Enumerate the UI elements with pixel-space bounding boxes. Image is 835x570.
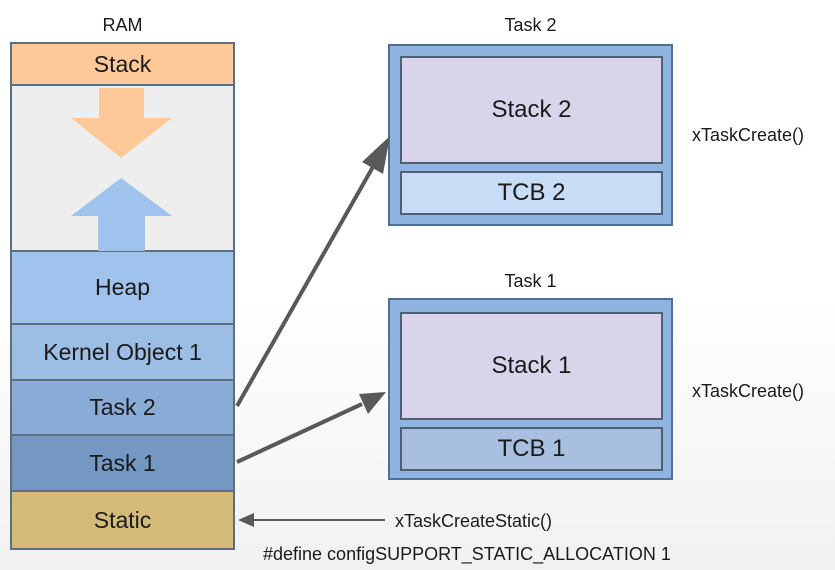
stack-growth-arrow bbox=[71, 88, 172, 158]
static-create-function: xTaskCreateStatic() bbox=[395, 511, 553, 531]
task2-box-title: Task 2 bbox=[504, 15, 557, 35]
task2-stack-block: Stack 2 bbox=[400, 56, 663, 164]
ram-static-segment: Static bbox=[10, 490, 235, 550]
task1-stack-block: Stack 1 bbox=[400, 312, 663, 420]
task1-tcb-block: TCB 1 bbox=[400, 427, 663, 471]
task1-allocation-arrowhead bbox=[359, 392, 386, 414]
task1-box: Stack 1 TCB 1 bbox=[388, 298, 673, 480]
task2-box: Stack 2 TCB 2 bbox=[388, 44, 673, 226]
static-allocation-arrowhead bbox=[238, 513, 254, 527]
task1-create-function: xTaskCreate() bbox=[692, 381, 805, 401]
task1-stack-label: Stack 1 bbox=[491, 352, 572, 379]
task2-create-function: xTaskCreate() bbox=[692, 125, 805, 145]
task1-tcb-label: TCB 1 bbox=[497, 435, 566, 462]
task2-allocation-arrow-line bbox=[235, 157, 380, 407]
task2-tcb-block: TCB 2 bbox=[400, 171, 663, 215]
task2-allocation-arrowhead bbox=[362, 136, 390, 174]
ram-task1-label: Task 1 bbox=[89, 449, 156, 476]
ram-stack-label: Stack bbox=[93, 50, 152, 77]
static-allocation-define: #define configSUPPORT_STATIC_ALLOCATION … bbox=[263, 544, 671, 564]
task2-tcb-label: TCB 2 bbox=[497, 179, 566, 206]
ram-title: RAM bbox=[102, 15, 143, 35]
ram-task2-segment: Task 2 bbox=[10, 379, 235, 436]
ram-heap-label: Heap bbox=[95, 274, 150, 300]
task2-stack-label: Stack 2 bbox=[491, 96, 572, 123]
task1-box-title: Task 1 bbox=[504, 271, 557, 291]
ram-static-label: Static bbox=[93, 506, 152, 533]
task1-allocation-arrow-line bbox=[236, 402, 363, 464]
heap-growth-arrow bbox=[71, 178, 172, 251]
ram-task2-label: Task 2 bbox=[89, 394, 156, 420]
ram-kernel-object-label: Kernel Object 1 bbox=[43, 338, 202, 365]
